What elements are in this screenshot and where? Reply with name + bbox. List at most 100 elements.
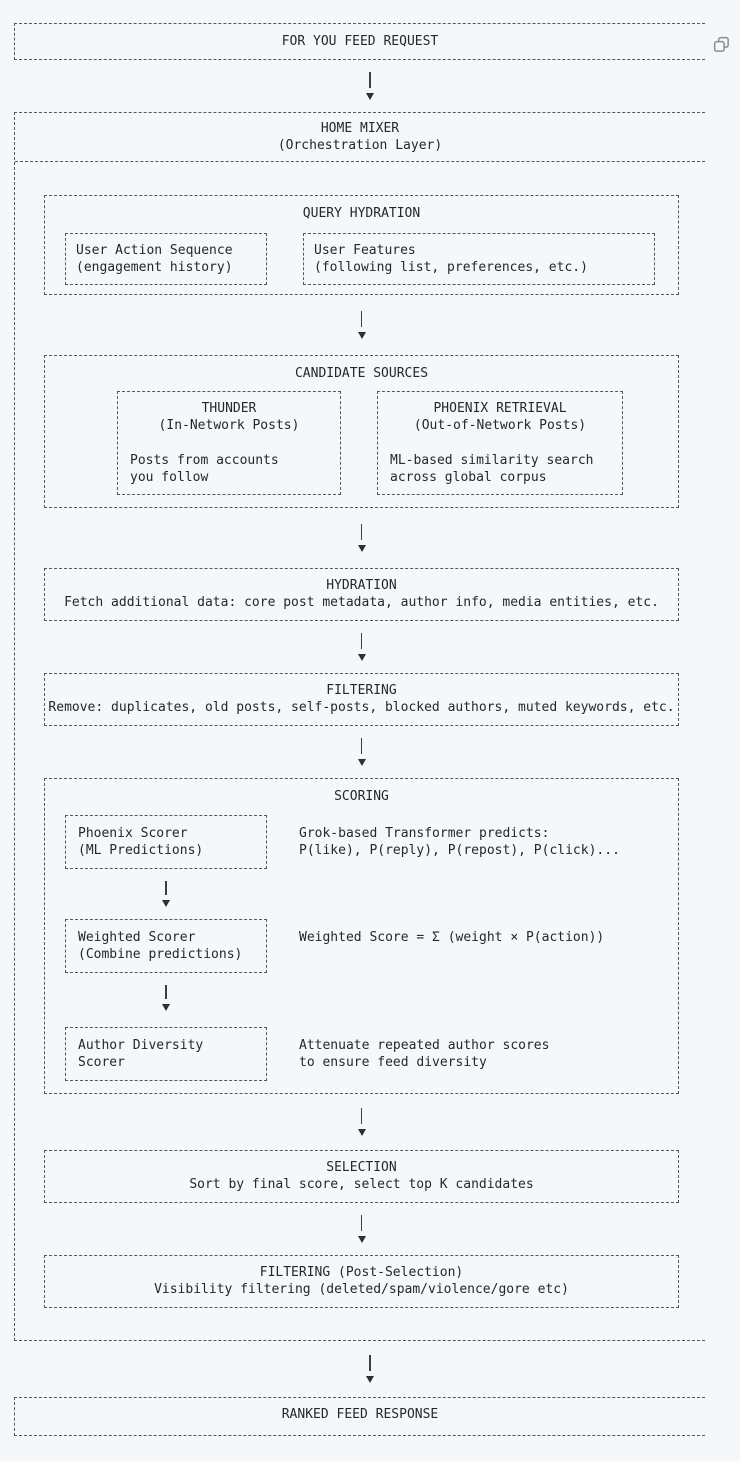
down-arrow: [0, 1341, 740, 1397]
node-user-features: User Features (following list, preferenc…: [303, 233, 655, 285]
node-user-action-sequence: User Action Sequence (engagement history…: [65, 233, 267, 285]
arrow-stem: [360, 1108, 363, 1124]
source-description: you follow: [130, 470, 209, 485]
source-type: (In-Network Posts): [158, 418, 300, 433]
node-scoring: SCORING Phoenix Scorer (ML Predictions) …: [44, 778, 679, 1094]
arrow-head: [357, 1129, 366, 1136]
down-arrow: [0, 60, 740, 112]
down-arrow: [44, 726, 679, 778]
scoring-arrow-wrap: [65, 869, 267, 919]
down-arrow: [44, 508, 679, 568]
node-selection: SELECTION Sort by final score, select to…: [44, 1150, 679, 1203]
node-query-hydration: QUERY HYDRATION User Action Sequence (en…: [44, 195, 679, 295]
source-name: THUNDER: [201, 401, 257, 416]
arrow-head: [366, 1376, 374, 1383]
scoring-step-note: Attenuate repeated author scores to ensu…: [299, 1027, 549, 1081]
section-title: SELECTION: [326, 1160, 397, 1175]
home-mixer-content: QUERY HYDRATION User Action Sequence (en…: [15, 162, 705, 1340]
node-line: (ML Predictions): [78, 843, 204, 858]
section-title: SCORING: [334, 789, 389, 804]
down-arrow: [162, 973, 170, 1023]
section-body: Visibility filtering (deleted/spam/viole…: [154, 1282, 569, 1297]
scoring-step: Phoenix Scorer (ML Predictions) Grok-bas…: [45, 815, 678, 869]
down-arrow: [44, 1203, 679, 1255]
arrow-stem: [165, 985, 167, 999]
home-mixer-title: HOME MIXER: [320, 121, 400, 136]
node-line: (following list, preferences, etc.): [314, 260, 588, 275]
node-line: Weighted Scorer: [78, 930, 196, 945]
arrow-stem: [360, 311, 363, 327]
scoring-step: Weighted Scorer (Combine predictions) We…: [45, 919, 678, 973]
arrow-head: [357, 545, 366, 552]
section-body: Remove: duplicates, old posts, self-post…: [48, 700, 675, 715]
node-weighted-scorer: Weighted Scorer (Combine predictions): [65, 919, 267, 973]
node-line: Phoenix Scorer: [78, 826, 188, 841]
source-name: PHOENIX RETRIEVAL: [433, 401, 567, 416]
note-line: to ensure feed diversity: [299, 1055, 487, 1070]
node-post-selection-filtering: FILTERING (Post-Selection) Visibility fi…: [44, 1255, 679, 1308]
node-for-you-feed-request: FOR YOU FEED REQUEST: [14, 23, 705, 60]
section-title: CANDIDATE SOURCES: [294, 366, 429, 381]
feed-pipeline-diagram: FOR YOU FEED REQUEST HOME MIXER (Orchest…: [0, 23, 740, 1436]
node-candidate-sources: CANDIDATE SOURCES THUNDER (In-Network Po…: [44, 355, 679, 508]
node-home-mixer: HOME MIXER (Orchestration Layer) QUERY H…: [14, 112, 705, 1341]
note-line: P(like), P(reply), P(repost), P(click)..…: [299, 843, 620, 858]
candidate-sources-list: THUNDER (In-Network Posts) Posts from ac…: [45, 391, 678, 495]
down-arrow: [44, 621, 679, 673]
node-author-diversity-scorer: Author Diversity Scorer: [65, 1027, 267, 1081]
spacer: [118, 434, 340, 452]
section-title: FILTERING (Post-Selection): [259, 1265, 464, 1280]
down-arrow: [162, 869, 170, 919]
arrow-head: [357, 759, 366, 766]
arrow-stem: [165, 881, 167, 895]
node-line: (engagement history): [76, 260, 233, 275]
node-line: User Action Sequence: [76, 243, 233, 258]
copy-icon: [713, 36, 729, 52]
node-line: User Features: [314, 243, 416, 258]
source-description: across global corpus: [390, 470, 547, 485]
arrow-head: [162, 900, 170, 907]
arrow-stem: [360, 738, 363, 754]
arrow-stem: [360, 633, 363, 649]
node-line: Author Diversity: [78, 1038, 204, 1053]
note-line: Grok-based Transformer predicts:: [299, 826, 550, 841]
query-hydration-inputs: User Action Sequence (engagement history…: [45, 233, 678, 285]
arrow-stem: [369, 72, 371, 88]
node-line: Scorer: [78, 1055, 125, 1070]
node-phoenix-scorer: Phoenix Scorer (ML Predictions): [65, 815, 267, 869]
spacer: [378, 434, 622, 452]
source-description: Posts from accounts: [130, 453, 279, 468]
note-line: Weighted Score = Σ (weight × P(action)): [299, 930, 605, 945]
arrow-head: [357, 332, 366, 339]
section-body: Sort by final score, select top K candid…: [189, 1177, 534, 1192]
note-line: Attenuate repeated author scores: [299, 1038, 550, 1053]
section-title: QUERY HYDRATION: [302, 206, 421, 221]
node-ranked-feed-response: RANKED FEED RESPONSE: [14, 1397, 705, 1436]
arrow-stem: [360, 1215, 363, 1231]
scoring-step: Author Diversity Scorer Attenuate repeat…: [45, 1027, 678, 1081]
home-mixer-subtitle: (Orchestration Layer): [277, 138, 443, 153]
node-hydration: HYDRATION Fetch additional data: core po…: [44, 568, 679, 621]
down-arrow: [44, 1094, 679, 1150]
scoring-arrow-wrap: [65, 973, 267, 1023]
scoring-step-note: Grok-based Transformer predicts: P(like)…: [299, 815, 620, 869]
section-title: HYDRATION: [326, 578, 397, 593]
arrow-head: [366, 93, 374, 100]
arrow-head: [357, 654, 366, 661]
node-filtering: FILTERING Remove: duplicates, old posts,…: [44, 673, 679, 726]
section-body: Fetch additional data: core post metadat…: [64, 595, 659, 610]
node-phoenix-retrieval: PHOENIX RETRIEVAL (Out-of-Network Posts)…: [377, 391, 623, 495]
scoring-step-note: Weighted Score = Σ (weight × P(action)): [299, 919, 604, 973]
node-title: FOR YOU FEED REQUEST: [281, 34, 439, 49]
arrow-stem: [360, 524, 363, 540]
source-description: ML-based similarity search: [390, 453, 594, 468]
section-title: FILTERING: [326, 683, 397, 698]
node-title: RANKED FEED RESPONSE: [281, 1407, 439, 1422]
source-type: (Out-of-Network Posts): [413, 418, 587, 433]
copy-code-button[interactable]: [708, 31, 734, 57]
down-arrow: [44, 295, 679, 355]
home-mixer-header: HOME MIXER (Orchestration Layer): [15, 113, 705, 162]
node-thunder: THUNDER (In-Network Posts) Posts from ac…: [117, 391, 341, 495]
arrow-head: [162, 1004, 170, 1011]
arrow-head: [357, 1236, 366, 1243]
